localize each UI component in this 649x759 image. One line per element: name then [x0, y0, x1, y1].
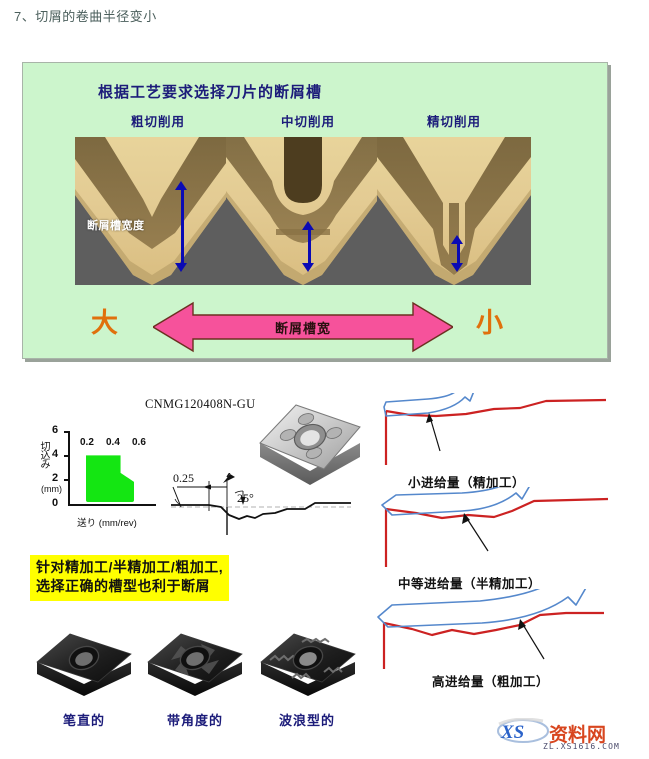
- chip-label-low-feed: 小进给量（精加工）: [408, 476, 526, 490]
- chart-y-tick-0: 0: [52, 497, 59, 509]
- angle-label-25deg: 25°: [237, 491, 254, 505]
- finish-groove-illustration: [377, 137, 531, 285]
- column-label-rough: 粗切削用: [131, 115, 186, 129]
- insert-photo-wavy: [258, 628, 358, 696]
- chart-y-tick-4: 4: [52, 448, 59, 460]
- panel-title: 根据工艺要求选择刀片的断屑槽: [98, 84, 323, 101]
- groove-arrow-head-up: [302, 221, 314, 230]
- groove-arrow-head-up: [175, 181, 187, 190]
- groove-width-arrow-rough: [181, 189, 184, 265]
- scale-arrow-label: 断屑槽宽: [274, 321, 331, 336]
- chip-diagram-high-feed: [370, 566, 640, 669]
- insert-photo-angled: [145, 628, 245, 696]
- insert-designation-label: CNMG120408N-GU: [145, 397, 256, 411]
- highlighted-note: 针对精加工/半精加工/粗加工, 选择正确的槽型也利于断屑: [30, 555, 230, 601]
- watermark-swoosh-icon: [497, 717, 549, 743]
- chart-y-tick-2: 2: [52, 472, 59, 484]
- groove-arrow-head-down: [175, 263, 187, 272]
- chip-label-medium-feed: 中等进给量（半精加工）: [398, 577, 542, 591]
- chip-label-high-feed: 高进给量（粗加工）: [432, 675, 550, 689]
- insert-label-straight: 笔直的: [62, 713, 105, 728]
- groove-width-label: 断屑槽宽度: [87, 220, 145, 232]
- chart-axes: [68, 431, 156, 506]
- dimension-label-025: 0.25: [173, 471, 194, 485]
- watermark-logo-text: XS: [501, 722, 525, 743]
- chart-y-axis-unit: (mm): [41, 484, 62, 494]
- groove-arrow-head-down: [302, 263, 314, 272]
- cross-section-photo-rough: 断屑槽宽度: [75, 137, 229, 285]
- medium-groove-illustration: [226, 137, 380, 285]
- column-label-finish: 精切削用: [427, 115, 482, 129]
- scale-label-small: 小: [476, 308, 503, 339]
- insert-photo-straight: [34, 628, 134, 696]
- chip-breaker-panel: 根据工艺要求选择刀片的断屑槽 粗切削用 中切削用 精切削用 断屑槽宽度: [22, 62, 608, 359]
- site-watermark: XS 资料网 ZL.XS1616.COM: [497, 717, 642, 754]
- insert-profile-drawing: 0.25 25°: [165, 410, 355, 535]
- insert-label-wavy: 波浪型的: [278, 713, 335, 728]
- insert-3d-image: [258, 395, 363, 490]
- watermark-brand: 资料网: [549, 725, 607, 746]
- page-title: 7、切屑的卷曲半径变小: [14, 9, 157, 24]
- groove-arrow-head-up: [451, 235, 463, 244]
- note-line-2: 选择正确的槽型也利于断屑: [36, 577, 210, 594]
- rough-groove-illustration: [75, 137, 229, 285]
- lower-section: 切込み (mm) 6 4 2 0 0.2 0.4 0.6 送り (mm/rev)…: [0, 375, 649, 757]
- scale-label-large: 大: [91, 308, 118, 339]
- chart-x-tick-06: 0.6: [132, 437, 146, 448]
- note-line-1: 针对精加工/半精加工/粗加工,: [36, 559, 224, 575]
- watermark-domain: ZL.XS1616.COM: [543, 742, 620, 751]
- column-label-medium: 中切削用: [281, 115, 336, 129]
- chart-y-tick-6: 6: [52, 424, 59, 436]
- cutting-range-chart: 切込み (mm) 6 4 2 0 0.2 0.4 0.6 送り (mm/rev): [30, 423, 160, 529]
- cross-section-photo-finish: [377, 137, 531, 285]
- chart-x-axis-label: 送り (mm/rev): [77, 518, 137, 529]
- chart-x-tick-04: 0.4: [106, 437, 120, 448]
- cross-section-photo-medium: [226, 137, 380, 285]
- groove-width-arrow-finish: [457, 243, 460, 265]
- chip-diagram-low-feed: [370, 380, 640, 473]
- chip-diagram-medium-feed: [370, 474, 640, 567]
- insert-label-angled: 带角度的: [166, 713, 223, 728]
- groove-width-arrow-medium: [308, 229, 311, 265]
- chart-x-tick-02: 0.2: [80, 437, 94, 448]
- chart-plot-area: 6 4 2 0 0.2 0.4 0.6: [52, 424, 156, 509]
- groove-arrow-head-down: [451, 263, 463, 272]
- chart-y-axis-label: 切込み: [38, 441, 49, 468]
